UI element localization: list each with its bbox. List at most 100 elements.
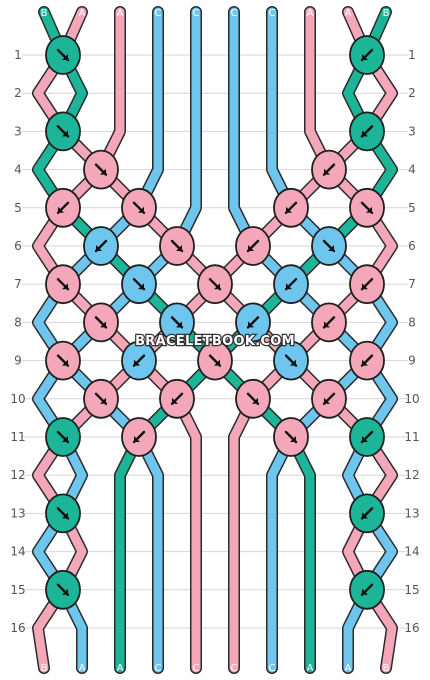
- arrow-head: [324, 168, 330, 175]
- knot: [83, 149, 119, 190]
- row-number-left: 2: [14, 86, 22, 100]
- thread-label-top: A: [345, 8, 352, 19]
- arrow-head: [100, 168, 106, 175]
- arrow-head: [134, 436, 140, 442]
- site-watermark: BRACELETBOOK.COM: [135, 334, 295, 349]
- thread-A: [229, 7, 397, 673]
- knot: [45, 187, 81, 228]
- arrow-head: [362, 436, 368, 442]
- thread-label-bottom: C: [269, 663, 276, 674]
- arrow-head: [134, 359, 140, 366]
- knot: [273, 264, 309, 305]
- knot: [311, 149, 347, 190]
- row-number-left: 11: [10, 430, 25, 444]
- thread-label-bottom: A: [79, 663, 86, 674]
- row-number-left: 13: [10, 506, 25, 520]
- arrow-head: [58, 206, 64, 213]
- knot: [45, 111, 81, 152]
- row-number-left: 3: [14, 124, 22, 138]
- arrow-head: [362, 588, 368, 595]
- knot: [311, 302, 347, 343]
- row-number-left: 12: [10, 468, 25, 482]
- row-number-right: 15: [404, 583, 419, 597]
- arrow-head: [62, 436, 68, 442]
- thread-label-bottom: A: [117, 663, 124, 674]
- thread-label-top: A: [117, 8, 124, 19]
- arrow-head: [286, 206, 292, 213]
- row-number-left: 7: [14, 277, 22, 291]
- thread-label-top: C: [231, 8, 238, 19]
- knot: [349, 493, 385, 534]
- knot: [159, 302, 195, 343]
- thread-label-top: C: [155, 8, 162, 19]
- row-number-right: 5: [408, 201, 416, 215]
- knot: [159, 378, 195, 419]
- thread-C: [229, 7, 397, 673]
- arrow-head: [100, 321, 106, 328]
- knot: [349, 340, 385, 381]
- knot: [349, 264, 385, 305]
- arrow-head: [362, 283, 368, 290]
- knot: [197, 340, 233, 381]
- row-number-left: 16: [10, 621, 25, 635]
- knot: [45, 340, 81, 381]
- thread-label-bottom: B: [41, 663, 48, 674]
- row-number-right: 16: [404, 621, 419, 635]
- row-number-right: 14: [404, 545, 419, 559]
- knot: [45, 417, 81, 457]
- row-number-right: 1: [408, 48, 416, 62]
- row-number-left: 15: [10, 583, 25, 597]
- knot: [45, 35, 81, 75]
- arrow-head: [328, 245, 334, 251]
- arrow-head: [252, 397, 258, 404]
- knot: [83, 226, 119, 266]
- arrow-head: [290, 436, 296, 442]
- row-number-left: 9: [14, 354, 22, 368]
- row-number-left: 6: [14, 239, 22, 253]
- arrow-head: [100, 397, 106, 404]
- knot: [121, 264, 157, 305]
- thread-label-bottom: C: [231, 663, 238, 674]
- thread-label-bottom: C: [193, 663, 200, 674]
- knot: [349, 187, 385, 228]
- arrow-head: [62, 130, 68, 137]
- arrow-head: [362, 54, 368, 60]
- row-number-right: 10: [404, 392, 419, 406]
- row-number-right: 7: [408, 277, 416, 291]
- arrow-head: [324, 397, 330, 404]
- knot: [349, 417, 385, 457]
- row-number-right: 2: [408, 86, 416, 100]
- arrow-head: [62, 54, 68, 60]
- threads: [32, 6, 398, 674]
- arrow-head: [62, 359, 68, 366]
- arrow-head: [214, 359, 220, 366]
- row-number-right: 9: [408, 354, 416, 368]
- knot: [235, 226, 271, 266]
- thread-C: [33, 7, 201, 673]
- knot: [121, 340, 157, 381]
- row-number-left: 1: [14, 48, 22, 62]
- arrow-head: [362, 512, 368, 519]
- thread-label-top: A: [79, 8, 86, 19]
- knot: [121, 187, 157, 228]
- arrow-head: [176, 321, 182, 328]
- arrow-head: [176, 245, 182, 251]
- arrow-head: [214, 283, 220, 290]
- row-number-left: 14: [10, 545, 25, 559]
- arrow-head: [96, 245, 102, 251]
- thread-label-top: C: [193, 8, 200, 19]
- knot: [235, 378, 271, 419]
- knot: [83, 378, 119, 419]
- knot: [159, 226, 195, 266]
- row-number-right: 3: [408, 124, 416, 138]
- arrow-head: [366, 206, 372, 213]
- knot: [45, 493, 81, 534]
- knot: [197, 264, 233, 305]
- knot: [273, 187, 309, 228]
- row-number-left: 4: [14, 163, 22, 177]
- knot: [349, 111, 385, 152]
